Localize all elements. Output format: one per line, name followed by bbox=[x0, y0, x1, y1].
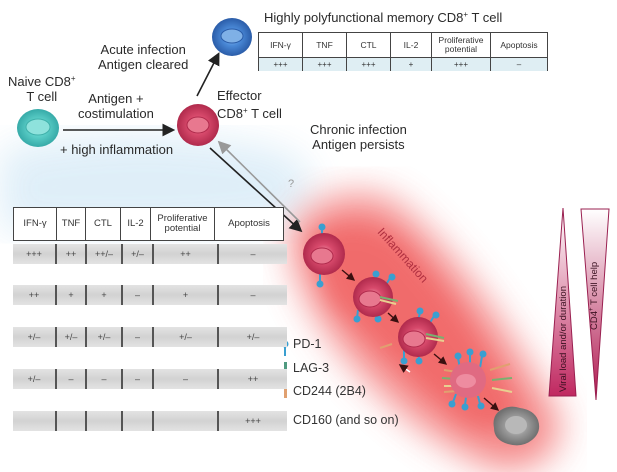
legend-cd244: CD244 (2B4) bbox=[293, 384, 366, 398]
viral-load-triangle bbox=[548, 207, 577, 397]
value-cell: +++ bbox=[346, 57, 391, 71]
progression-arrow bbox=[387, 312, 400, 323]
value-cell: + bbox=[154, 285, 219, 305]
value-cell: + bbox=[390, 57, 432, 71]
high-inflammation-label: + high inflammation bbox=[60, 142, 174, 157]
value-cell: – bbox=[250, 290, 256, 300]
value-cell: – bbox=[250, 249, 256, 259]
question-mark: ? bbox=[288, 178, 295, 190]
exhausted-cell-3 bbox=[379, 307, 445, 365]
memory-table-header: IFN-γ TNF CTL IL-2 Proliferative potenti… bbox=[258, 32, 548, 58]
exhausted-cell-4 bbox=[441, 348, 513, 411]
effector-cell-label: Effector CD8+ T cell bbox=[217, 88, 282, 121]
exhaustion-table-row: +++++++/–+/–++– bbox=[13, 244, 287, 264]
reversion-arrow bbox=[217, 140, 301, 223]
chronic-arrow bbox=[209, 147, 303, 233]
value-cell: ++ bbox=[13, 285, 57, 305]
value-cell: – bbox=[123, 285, 154, 305]
acute-infection-label: Acute infection Antigen cleared bbox=[98, 42, 189, 72]
value-cell: +/– bbox=[13, 369, 57, 389]
exhaustion-table-row: ++++–+– bbox=[13, 285, 287, 305]
value-cell: +++ bbox=[258, 57, 303, 71]
return-arrow bbox=[398, 364, 411, 373]
header-cell: Proliferative potential bbox=[431, 32, 491, 58]
naive-cell-label: Naive CD8+ T cell bbox=[8, 74, 76, 104]
value-cell: ++/– bbox=[87, 244, 123, 264]
chronic-infection-label: Chronic infection Antigen persists bbox=[310, 122, 407, 152]
memory-cell-nucleus bbox=[220, 28, 244, 44]
memory-table-row: +++ +++ +++ + +++ – bbox=[258, 57, 548, 71]
value-cell bbox=[57, 411, 87, 431]
legend-cd160: CD160 (and so on) bbox=[293, 413, 399, 427]
value-cell bbox=[13, 411, 57, 431]
value-cell: ++ bbox=[154, 244, 219, 264]
value-cell: – bbox=[490, 57, 548, 71]
viral-load-label: Viral load and/or duration bbox=[558, 286, 569, 392]
value-cell: – bbox=[123, 369, 154, 389]
cd4-help-triangle bbox=[580, 208, 610, 401]
header-cell: TNF bbox=[302, 32, 347, 58]
antigen-costimulation-label: Antigen + costimulation bbox=[78, 91, 154, 121]
effector-cell-nucleus bbox=[186, 116, 210, 134]
exhaustion-table-row: +/–––––++ bbox=[13, 369, 287, 389]
header-cell: IL-2 bbox=[390, 32, 432, 58]
progression-arrow bbox=[341, 269, 356, 281]
header-cell: Apoptosis bbox=[228, 218, 270, 229]
exhausted-cell-1 bbox=[303, 223, 345, 288]
exhaustion-table-row: +/–+/–+/––+/–+/– bbox=[13, 327, 287, 347]
value-cell: + bbox=[87, 285, 123, 305]
cd4-help-label: CD4+ T cell help bbox=[589, 261, 600, 330]
value-cell bbox=[123, 411, 154, 431]
exhausted-cell-2 bbox=[353, 270, 399, 323]
value-cell: +++ bbox=[431, 57, 491, 71]
value-cell: +/– bbox=[154, 327, 219, 347]
header-cell: CTL bbox=[86, 208, 121, 240]
value-cell: ++ bbox=[57, 244, 87, 264]
exhaustion-table-header: IFN-γ TNF CTL IL-2 Proliferative potenti… bbox=[13, 207, 284, 241]
value-cell: + bbox=[57, 285, 87, 305]
value-cell bbox=[87, 411, 123, 431]
value-cell: +++ bbox=[302, 57, 347, 71]
value-cell: – bbox=[87, 369, 123, 389]
header-cell: CTL bbox=[346, 32, 391, 58]
exhaustion-table-row: +++ bbox=[13, 411, 287, 431]
value-cell: – bbox=[154, 369, 219, 389]
value-cell bbox=[154, 411, 219, 431]
header-cell: IL-2 bbox=[121, 208, 151, 240]
header-cell: IFN-γ bbox=[14, 208, 57, 240]
header-cell: Apoptosis bbox=[490, 32, 548, 58]
legend-lag3: LAG-3 bbox=[293, 361, 330, 375]
naive-cell-nucleus bbox=[25, 118, 51, 136]
progression-arrow bbox=[433, 353, 448, 365]
progression-arrow bbox=[483, 397, 500, 411]
value-cell: +/– bbox=[13, 327, 57, 347]
value-cell: +/– bbox=[123, 244, 154, 264]
legend-pd1: PD-1 bbox=[293, 337, 322, 351]
value-cell: ++ bbox=[247, 374, 259, 384]
value-cell: – bbox=[123, 327, 154, 347]
memory-table-title: Highly polyfunctional memory CD8+ T cell bbox=[264, 10, 503, 25]
value-cell: +/– bbox=[246, 332, 260, 342]
acute-arrow bbox=[196, 52, 220, 97]
memory-table: IFN-γ TNF CTL IL-2 Proliferative potenti… bbox=[258, 32, 548, 71]
header-cell: Proliferative potential bbox=[151, 208, 215, 240]
cd244-bar-icon bbox=[284, 384, 287, 398]
value-cell: +++ bbox=[245, 416, 261, 426]
header-cell: IFN-γ bbox=[258, 32, 303, 58]
header-cell: TNF bbox=[57, 208, 86, 240]
value-cell: – bbox=[57, 369, 87, 389]
dead-cell-nucleus bbox=[505, 416, 527, 434]
value-cell: +++ bbox=[13, 244, 57, 264]
value-cell: +/– bbox=[87, 327, 123, 347]
value-cell: +/– bbox=[57, 327, 87, 347]
